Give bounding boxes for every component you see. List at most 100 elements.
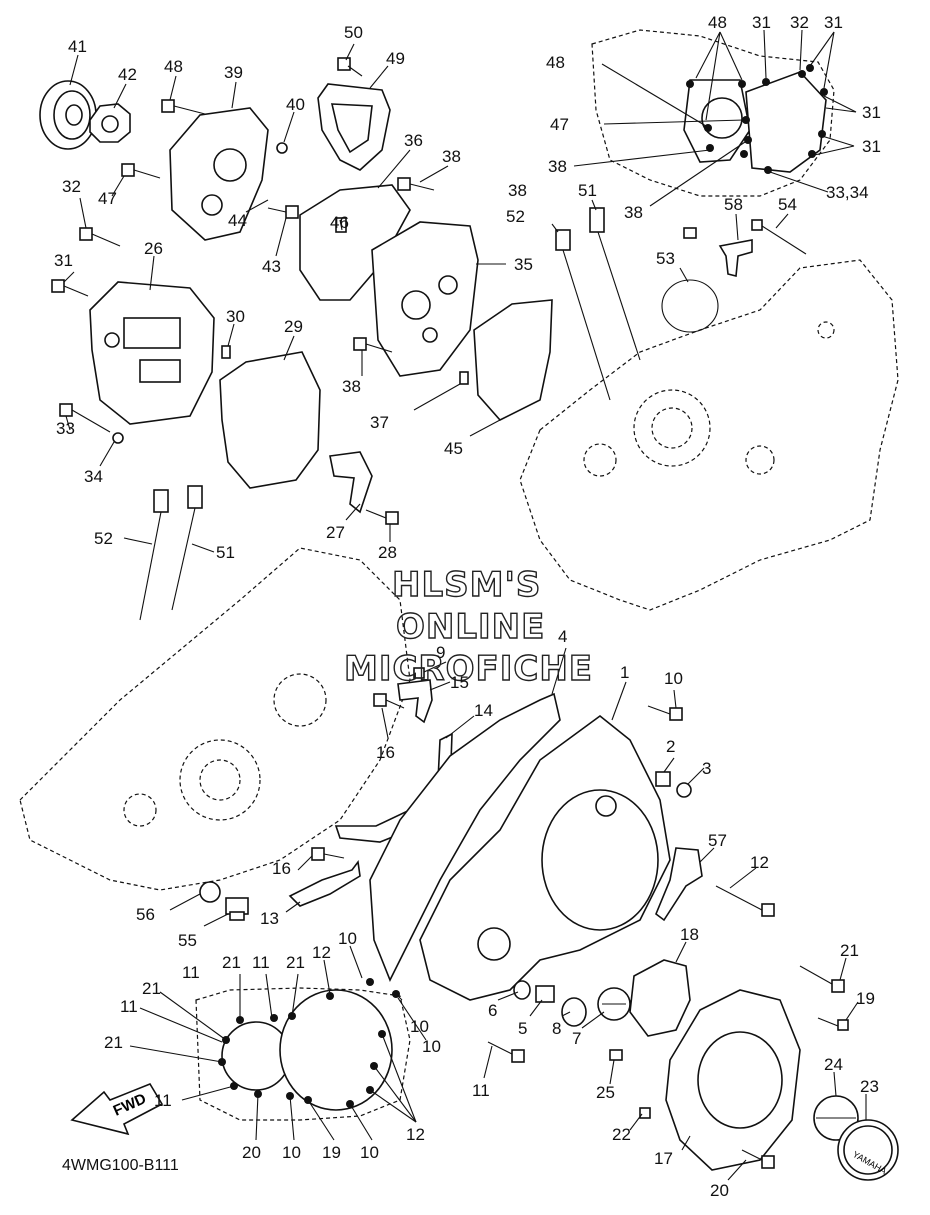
callout-46: 46 (330, 213, 349, 232)
callout-35: 35 (514, 255, 533, 274)
part-57-bracket (655, 847, 703, 922)
callout-16: 16 (376, 743, 395, 762)
part-42-gear (89, 103, 131, 143)
callout-45: 45 (444, 439, 463, 458)
callout-38: 38 (342, 377, 361, 396)
part-38-bolt-top (397, 177, 435, 191)
part-28-bolt (365, 509, 399, 525)
callout-44: 44 (228, 211, 247, 230)
callout-48: 48 (164, 57, 183, 76)
callout-10: 10 (664, 669, 683, 688)
callout-21: 21 (286, 953, 305, 972)
part-8-oring (561, 997, 587, 1027)
callout-4: 4 (558, 627, 567, 646)
part-16-bolt-lower (311, 847, 345, 861)
callout-21: 21 (222, 953, 241, 972)
callout-11: 11 (472, 1081, 490, 1100)
part-16-bolt-upper (373, 693, 405, 709)
part-25-screw (609, 1049, 623, 1061)
callout-22: 22 (612, 1125, 631, 1144)
callout-37: 37 (370, 413, 389, 432)
drawing-code: 4WMG100-B111 (62, 1157, 179, 1174)
callout-11: 11 (120, 997, 138, 1016)
part-37-dowel (459, 371, 469, 385)
callout-38: 38 (624, 203, 643, 222)
part-19-bolt (817, 1017, 849, 1031)
callout-17: 17 (654, 1149, 673, 1168)
callout-2: 2 (666, 737, 675, 756)
callout-10: 10 (360, 1143, 379, 1162)
callout-23: 23 (860, 1077, 879, 1096)
part-crankcase-right (519, 259, 899, 611)
callout-11: 11 (252, 953, 270, 972)
part-upper-engine-detail (591, 29, 835, 197)
callout-9: 9 (436, 643, 445, 662)
leader-lines (63, 29, 867, 1181)
watermark: HLSM'S ONLINE MICROFICHE (343, 564, 592, 689)
callout-26: 26 (144, 239, 163, 258)
callout-15: 15 (450, 673, 469, 692)
callout-55: 55 (178, 931, 197, 950)
part-lower-cover-detail (195, 987, 411, 1121)
part-crankcase-left (19, 547, 411, 891)
callout-32: 32 (790, 13, 809, 32)
part-35-cover (371, 221, 479, 377)
callout-6: 6 (488, 1001, 497, 1020)
callout-19: 19 (322, 1143, 341, 1162)
callout-40: 40 (286, 95, 305, 114)
part-52-stud-right (555, 229, 611, 401)
watermark-line-2: ONLINE (396, 607, 545, 647)
watermark-line-1: HLSM'S (392, 565, 541, 605)
part-58-screw (683, 227, 697, 239)
callout-11: 11 (154, 1091, 172, 1110)
part-2-collar (655, 771, 671, 787)
callout-47: 47 (550, 115, 569, 134)
callout-12: 12 (312, 943, 331, 962)
fwd-arrow-icon (70, 1083, 164, 1136)
part-11-bolt (487, 1041, 525, 1063)
callout-25: 25 (596, 1083, 615, 1102)
callout-56: 56 (136, 905, 155, 924)
callout-33-34: 33,34 (826, 183, 869, 202)
callout-52: 52 (94, 529, 113, 548)
callout-53: 53 (656, 249, 675, 268)
callout-30: 30 (226, 307, 245, 326)
part-3-washer (676, 782, 692, 798)
callout-1: 1 (620, 663, 629, 682)
part-21-bolt (799, 965, 845, 993)
part-49-cover (317, 83, 391, 171)
callout-41: 41 (68, 37, 87, 56)
part-58-bracket (718, 239, 753, 278)
callout-36: 36 (404, 131, 423, 150)
part-12-bolt (715, 885, 775, 917)
part-17-clutch-cover (665, 989, 801, 1171)
part-shapes (19, 29, 899, 1181)
part-48-bolt (161, 99, 206, 115)
callout-12: 12 (750, 853, 769, 872)
callout-38: 38 (442, 147, 461, 166)
callout-31: 31 (862, 103, 881, 122)
part-23-cap (837, 1119, 899, 1181)
callout-51: 51 (578, 181, 597, 200)
callout-50: 50 (344, 23, 363, 42)
callout-14: 14 (474, 701, 493, 720)
part-27-bracket (329, 451, 373, 514)
part-53-oring (661, 279, 719, 333)
callout-34: 34 (84, 467, 103, 486)
callout-48: 48 (546, 53, 565, 72)
callout-32: 32 (62, 177, 81, 196)
callout-11: 11 (182, 963, 200, 982)
part-51-stud-left (171, 485, 203, 611)
callout-29: 29 (284, 317, 303, 336)
part-39-cover (169, 107, 269, 241)
callout-10: 10 (410, 1017, 429, 1036)
part-9-clip (413, 667, 425, 679)
part-31-bolt (51, 279, 89, 297)
callout-54: 54 (778, 195, 797, 214)
part-34-washer (112, 432, 124, 444)
callout-47: 47 (98, 189, 117, 208)
callout-31: 31 (824, 13, 843, 32)
part-20-bolt (741, 1149, 775, 1169)
part-18-strainer (629, 959, 691, 1037)
